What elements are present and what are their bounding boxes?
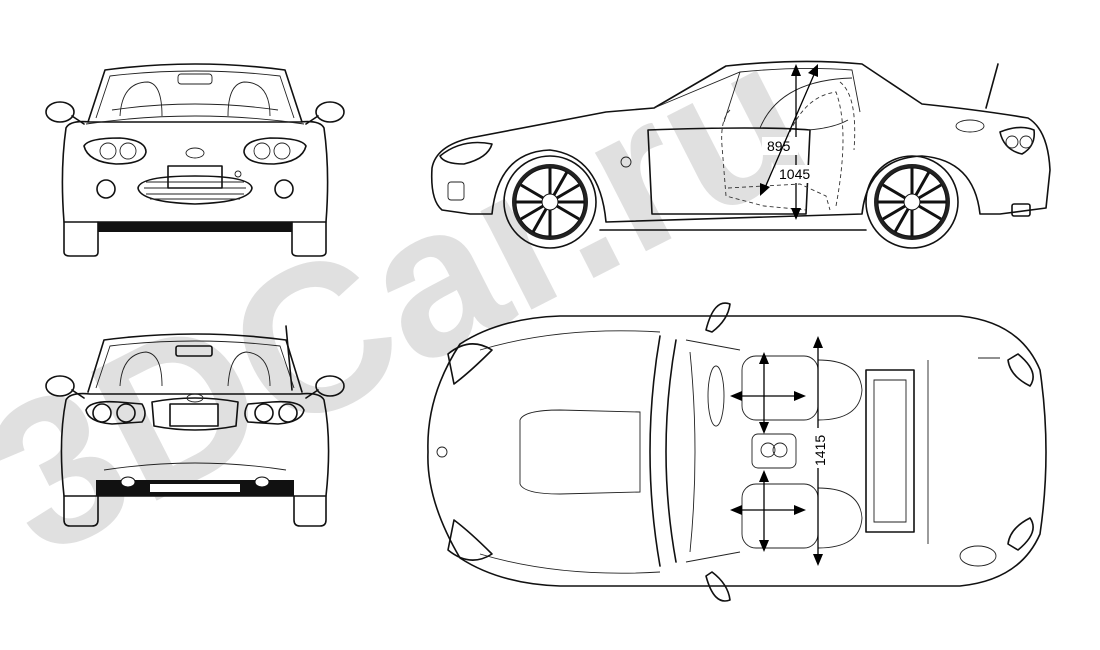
front-view [45,63,345,257]
watermark: 3DCar.ru [0,0,840,600]
cabin-height-dimension: 1045 [760,64,818,196]
cabin-width-label: 1415 [812,435,828,466]
seat-width-arrows [730,352,806,552]
cabin-height-label: 1045 [779,166,810,182]
side-view: 895 1045 [430,60,1051,249]
watermark-text: 3DCar.ru [0,0,840,600]
top-view: 1415 [427,302,1047,602]
cabin-width-dimension: 1415 [810,336,828,566]
rear-view [45,325,345,527]
seat-height-label: 895 [767,138,791,154]
